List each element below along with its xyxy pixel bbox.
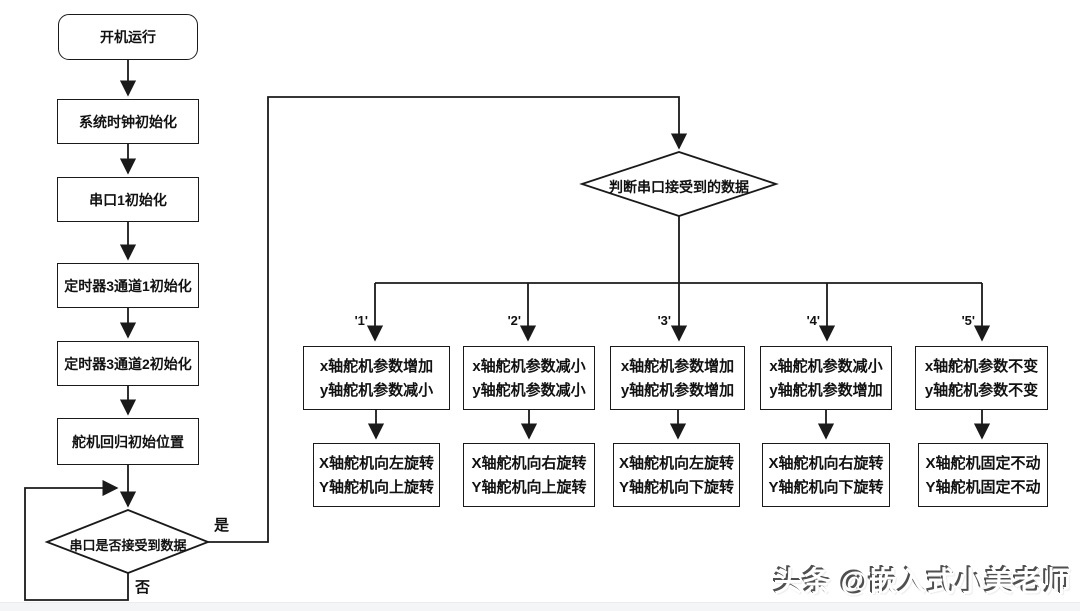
node-tim3-ch1-init: 定时器3通道1初始化 [57,263,199,308]
branch-2-params-box: x轴舵机参数减小 y轴舵机参数减小 [463,346,595,410]
edge-label-no: 否 [135,579,151,596]
decision-serial-received-label: 串口是否接受到数据 [69,538,187,553]
toutiao-watermark: 头条 @嵌入式小美老师 [773,566,1072,597]
branch-2-case-label: '2' [507,313,521,328]
decision-serial-received-shape [44,509,211,574]
branch-4-case-label: '4' [806,313,820,328]
branch-4-params-box: x轴舵机参数减小 y轴舵机参数增加 [760,346,892,410]
branch-5-result-box: X轴舵机固定不动 Y轴舵机固定不动 [918,443,1048,507]
node-start: 开机运行 [58,14,198,60]
node-servo-reset: 舵机回归初始位置 [57,418,199,465]
node-clock-init: 系统时钟初始化 [57,99,199,144]
connector-yes-to-judge [208,96,688,543]
branch-1-params-box: x轴舵机参数增加 y轴舵机参数减小 [303,346,450,410]
branch-4-result-box: X轴舵机向右旋转 Y轴舵机向下旋转 [762,443,890,507]
branch-1-case-label: '1' [354,313,368,328]
branch-3-result-box: X轴舵机向左旋转 Y轴舵机向下旋转 [613,443,740,507]
branch-2-result-box: X轴舵机向右旋转 Y轴舵机向上旋转 [463,443,595,507]
decision-judge-data-label: 判断串口接受到的数据 [609,179,749,195]
footer-strip [0,602,1080,611]
branch-5-case-label: '5' [961,313,975,328]
branch-1-result-box: X轴舵机向左旋转 Y轴舵机向上旋转 [313,443,440,507]
connector-no-loop [24,479,129,601]
edge-label-yes: 是 [214,517,230,534]
branch-3-case-label: '3' [657,313,671,328]
branch-3-params-box: x轴舵机参数增加 y轴舵机参数增加 [610,346,745,410]
decision-judge-data-shape [579,151,779,217]
node-tim3-ch2-init: 定时器3通道2初始化 [57,341,199,386]
node-uart1-init: 串口1初始化 [57,177,199,222]
branch-5-params-box: x轴舵机参数不变 y轴舵机参数不变 [915,346,1048,410]
